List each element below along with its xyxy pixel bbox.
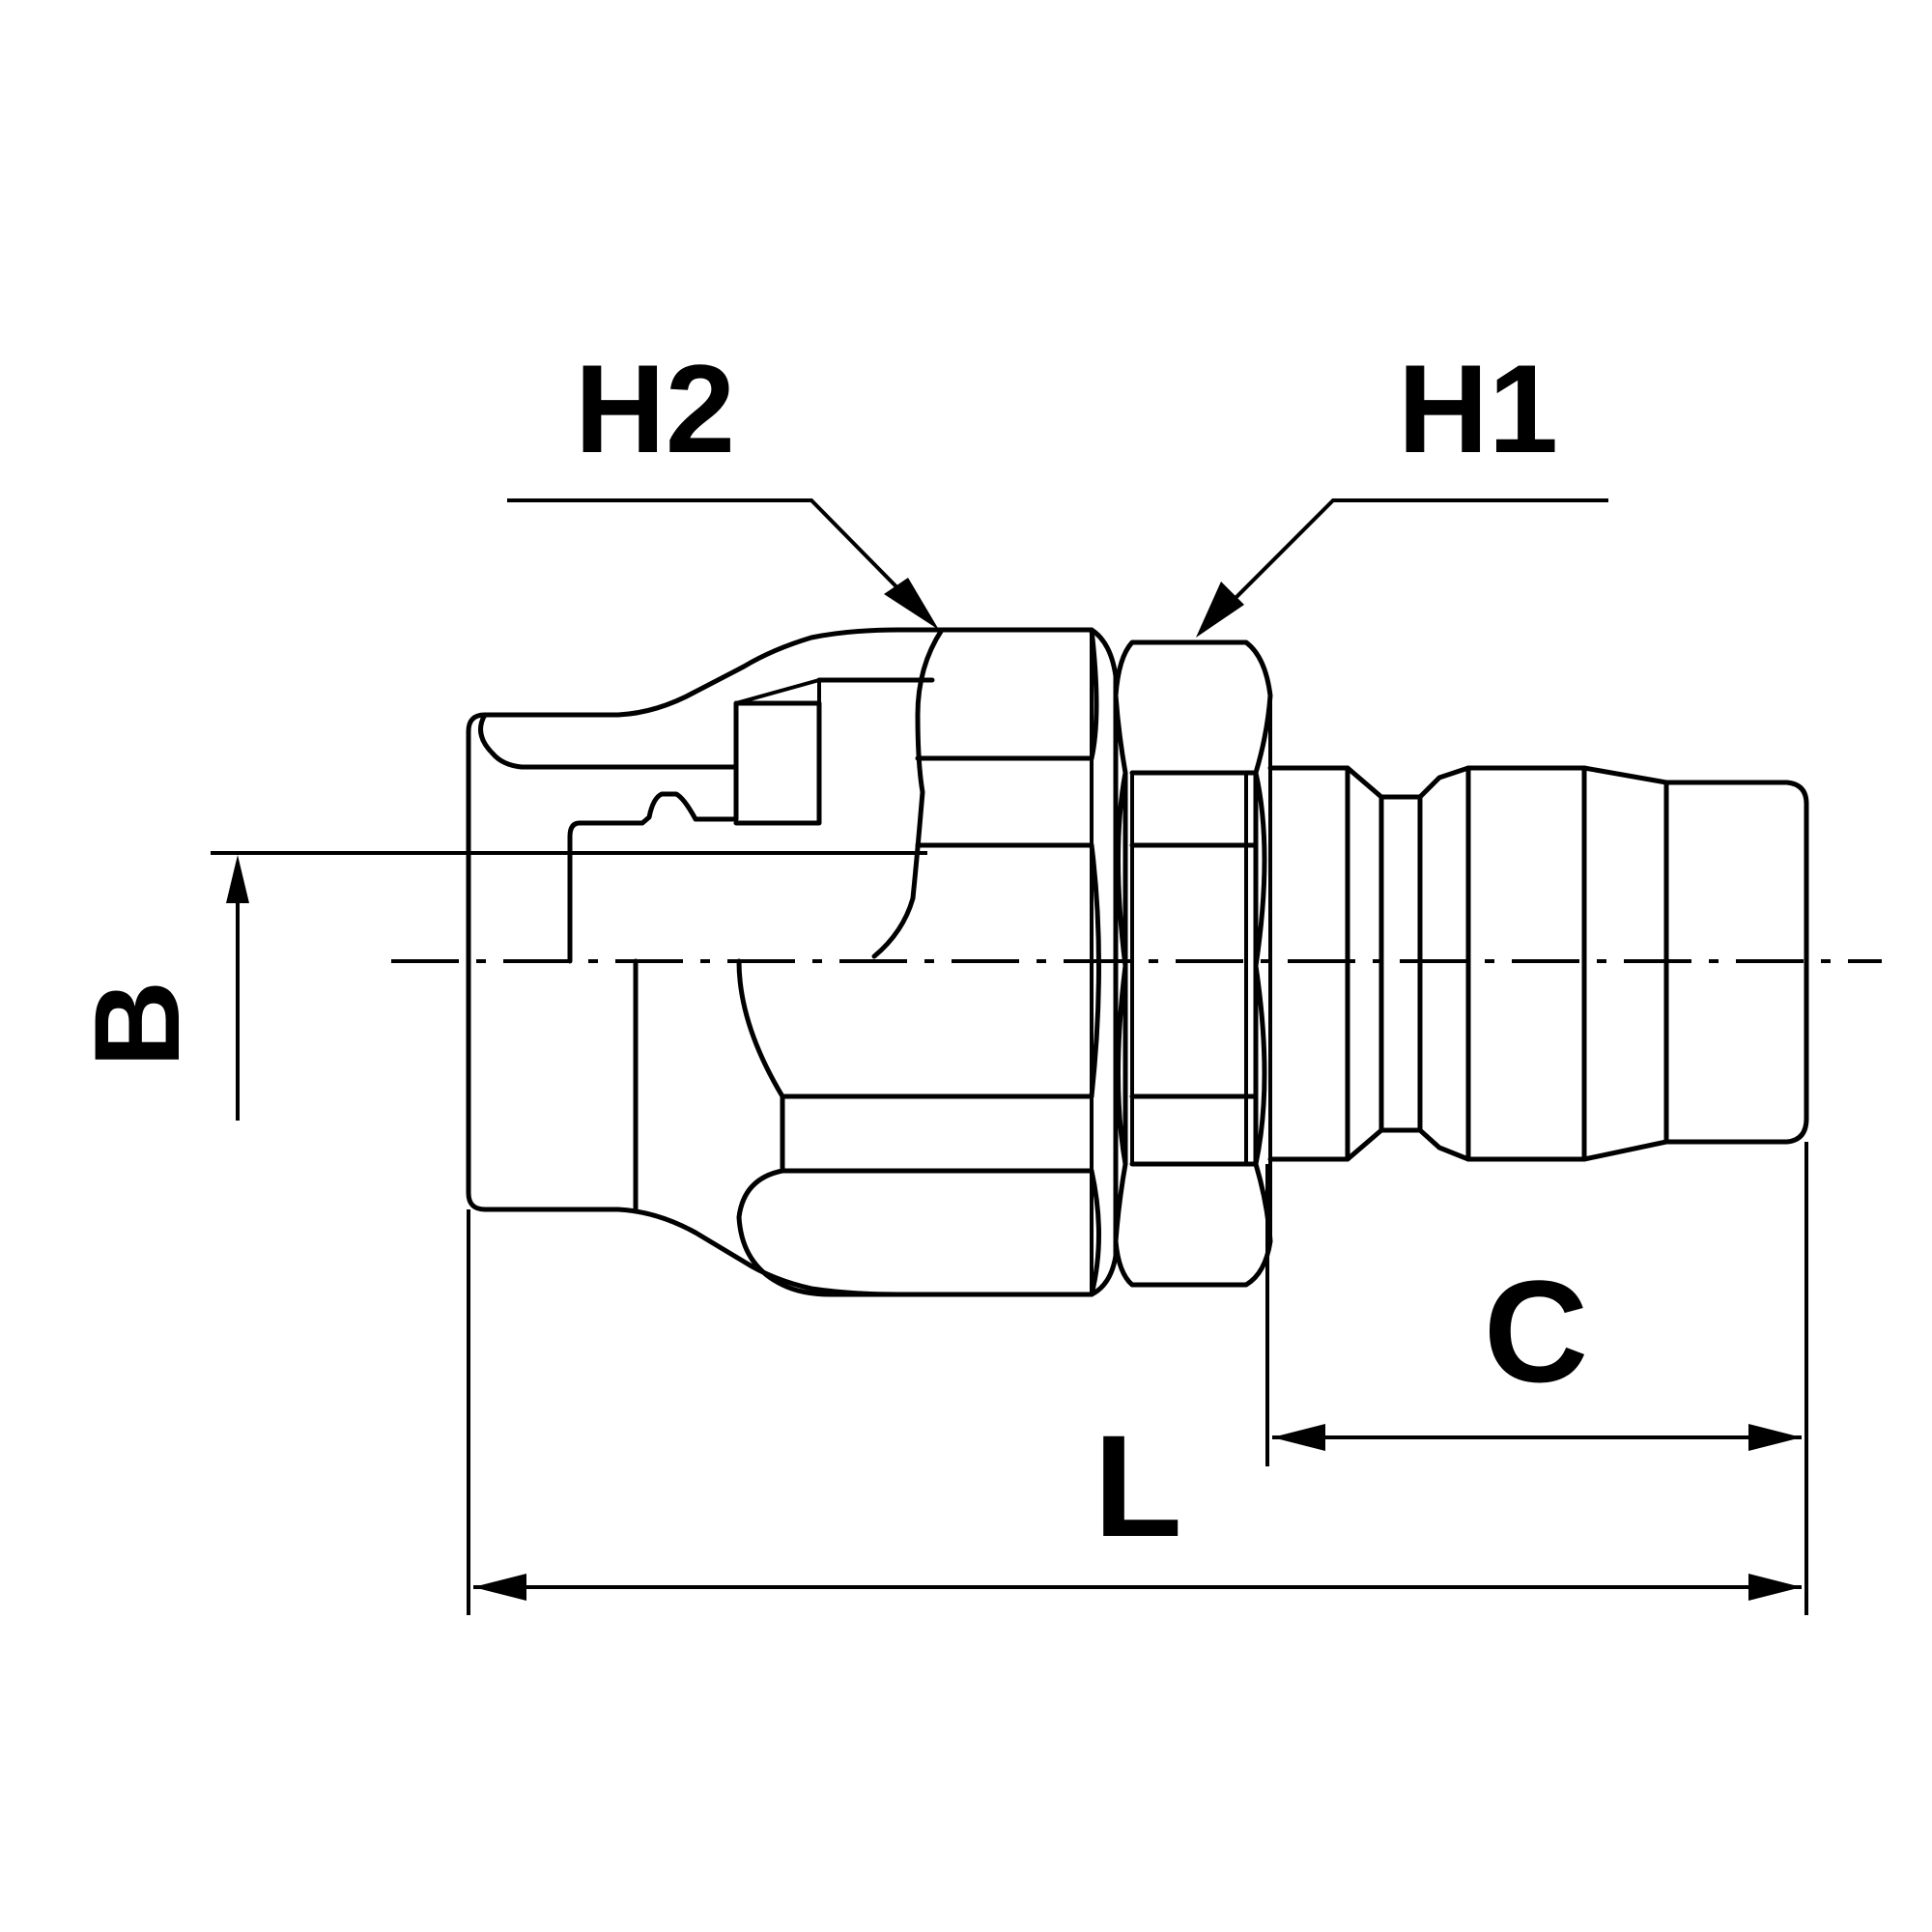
h2-hex-nut — [736, 627, 1119, 1297]
plug-nipple — [1267, 765, 1809, 1162]
label-c: C — [1484, 1250, 1588, 1412]
dimension-l: L — [467, 1142, 1808, 1615]
label-l: L — [1094, 1405, 1182, 1567]
h1-hex-nut — [1113, 639, 1273, 1288]
label-b: B — [71, 980, 205, 1067]
dimension-b: B — [71, 851, 927, 1121]
leader-h1: H1 — [1196, 338, 1608, 638]
label-h1: H1 — [1398, 338, 1558, 479]
label-h2: H2 — [575, 338, 735, 479]
leader-h2: H2 — [507, 338, 939, 630]
dimension-c: C — [1265, 1164, 1802, 1466]
